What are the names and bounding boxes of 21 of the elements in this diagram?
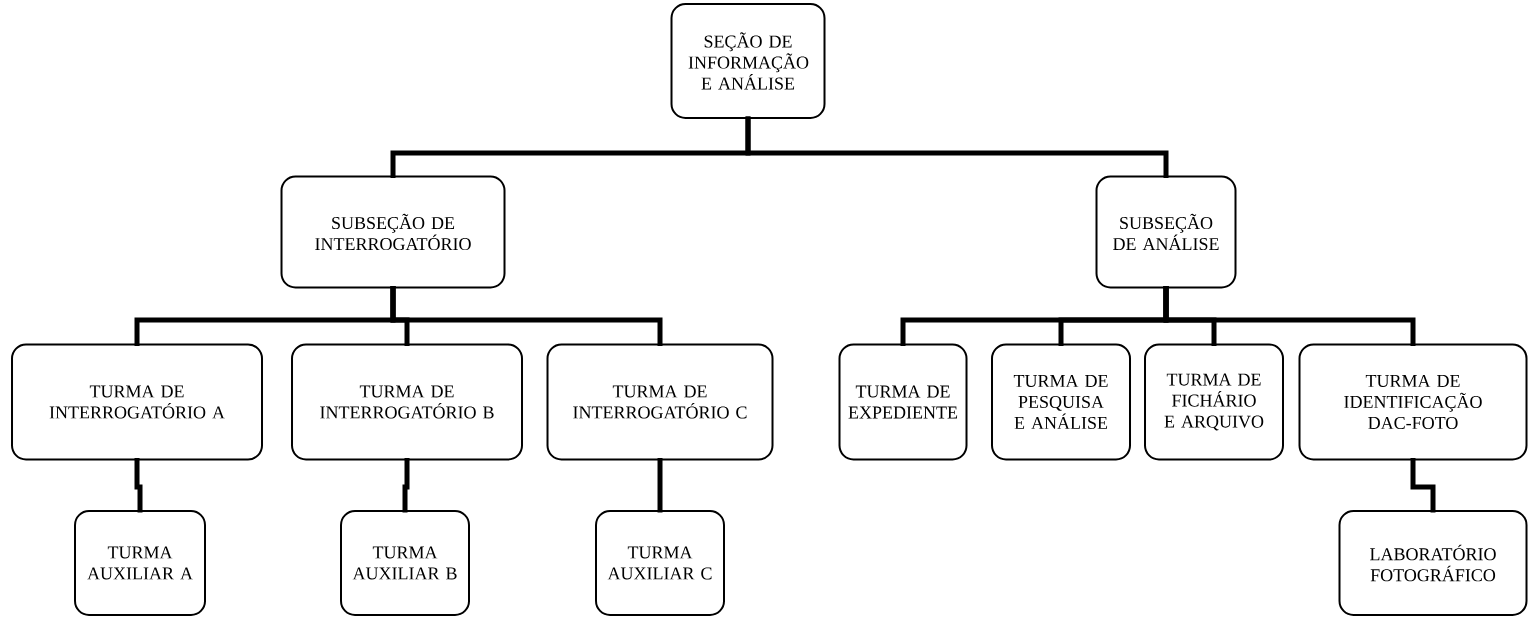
connector-line bbox=[657, 458, 663, 513]
org-box: SUBSEÇÃO DE ANÁLISE bbox=[1095, 175, 1237, 289]
org-box: TURMA AUXILIAR A bbox=[74, 510, 206, 616]
org-box: TURMA DE FICHÁRIO E ARQUIVO bbox=[1144, 343, 1284, 461]
connector-line bbox=[1163, 286, 1416, 346]
connector-line bbox=[390, 286, 663, 346]
org-box: TURMA DE IDENTIFICAÇÃO DAC-FOTO bbox=[1298, 343, 1528, 461]
org-box: LABORATÓRIO FOTOGRÁFICO bbox=[1338, 510, 1528, 616]
org-box: SEÇÃO DE INFORMAÇÃO E ANÁLISE bbox=[670, 3, 826, 119]
connector-line bbox=[402, 458, 410, 513]
org-box: SUBSEÇÃO DE INTERROGATÓRIO bbox=[280, 175, 506, 289]
org-box: TURMA DE EXPEDIENTE bbox=[838, 343, 968, 461]
org-box: TURMA AUXILIAR B bbox=[340, 510, 470, 616]
org-box: TURMA AUXILIAR C bbox=[595, 510, 725, 616]
org-box: TURMA DE INTERROGATÓRIO C bbox=[546, 343, 774, 461]
connector-line bbox=[1410, 458, 1436, 513]
org-box: TURMA DE INTERROGATÓRIO A bbox=[11, 343, 263, 461]
connector-line bbox=[134, 458, 143, 513]
connector-line bbox=[745, 116, 1169, 178]
org-box: TURMA DE INTERROGATÓRIO B bbox=[291, 343, 523, 461]
org-box: TURMA DE PESQUISA E ANÁLISE bbox=[991, 343, 1131, 461]
